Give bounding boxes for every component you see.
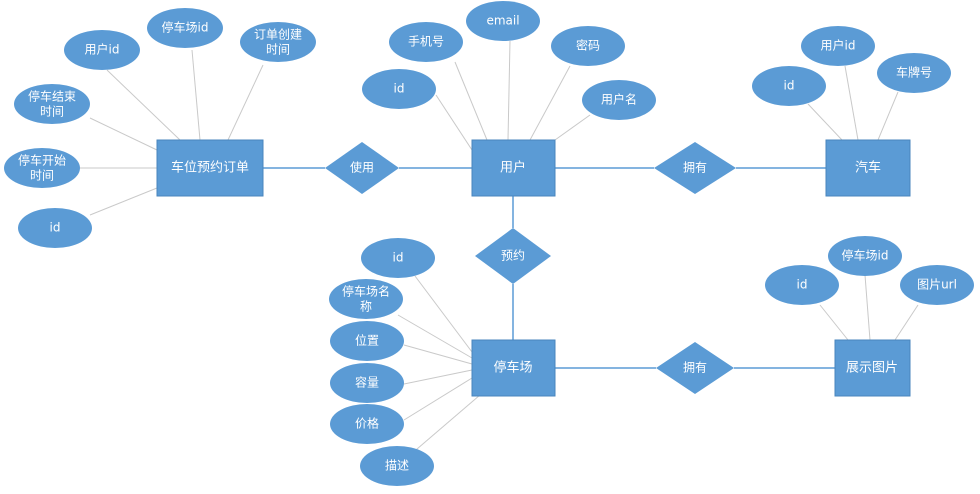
attr-order-start-time-line2: 时间 [30, 169, 54, 183]
attr-car-user-id-label: 用户id [821, 38, 856, 53]
attr-lot-id-label: id [393, 251, 404, 265]
attr-lot-description: 描述 [360, 446, 434, 486]
attr-user-id: id [362, 69, 436, 109]
attr-pic-url: 图片url [900, 265, 974, 305]
relation-use-label: 使用 [350, 160, 374, 175]
attr-pic-lot-id: 停车场id [828, 236, 902, 276]
attr-order-end-time-line2: 时间 [40, 105, 64, 119]
attr-user-phone: 手机号 [389, 22, 463, 62]
entity-user-label: 用户 [500, 160, 526, 176]
attr-lot-name: 停车场名 称 [329, 279, 403, 319]
entity-parking-order: 车位预约订单 [156, 139, 264, 197]
attr-order-create-time: 订单创建 时间 [240, 22, 316, 62]
entity-parking-lot: 停车场 [471, 339, 556, 397]
attr-pic-id-label: id [797, 278, 808, 292]
attr-user-email: email [466, 1, 540, 41]
attr-user-email-label: email [486, 14, 519, 28]
entity-parking-lot-label: 停车场 [493, 360, 532, 376]
attr-user-password-label: 密码 [576, 38, 600, 53]
attr-lot-name-line1: 停车场名 [342, 284, 390, 299]
attr-order-start-time-line1: 停车开始 [18, 153, 66, 168]
entity-parking-order-label: 车位预约订单 [171, 160, 249, 176]
attr-lot-description-label: 描述 [385, 459, 409, 473]
attr-user-name-label: 用户名 [601, 92, 637, 107]
attr-lot-position: 位置 [330, 321, 404, 361]
attr-order-create-time-line2: 时间 [266, 43, 290, 57]
attr-order-user-id: 用户id [64, 30, 140, 70]
attr-order-start-time: 停车开始 时间 [4, 148, 80, 188]
attr-user-phone-label: 手机号 [408, 35, 444, 49]
attr-lot-name-line2: 称 [360, 300, 372, 314]
attr-user-name: 用户名 [582, 80, 656, 120]
attr-order-end-time: 停车结束 时间 [14, 84, 90, 124]
relationship-lines [263, 167, 835, 369]
attr-car-user-id: 用户id [801, 26, 875, 66]
attr-order-lot-id-label: 停车场id [162, 20, 209, 35]
attr-car-plate-label: 车牌号 [896, 65, 932, 80]
attr-pic-id: id [765, 265, 839, 305]
attr-order-create-time-line1: 订单创建 [254, 28, 302, 42]
relation-own-car-label: 拥有 [683, 161, 707, 175]
relation-reserve: 预约 [475, 228, 551, 284]
attr-lot-capacity-label: 容量 [355, 375, 379, 390]
attr-order-end-time-line1: 停车结束 [28, 89, 76, 104]
entity-display-picture-label: 展示图片 [846, 361, 898, 376]
attr-pic-lot-id-label: 停车场id [842, 248, 889, 263]
attr-lot-position-label: 位置 [355, 333, 379, 348]
attr-order-user-id-label: 用户id [85, 42, 120, 57]
attribute-connectors [78, 40, 919, 456]
attr-lot-capacity: 容量 [330, 363, 404, 403]
attr-car-id: id [752, 66, 826, 106]
attr-lot-id: id [361, 238, 435, 278]
attr-user-id-label: id [394, 82, 405, 96]
entity-display-picture: 展示图片 [834, 339, 911, 397]
relation-own-picture: 拥有 [656, 342, 734, 394]
attr-car-plate: 车牌号 [877, 53, 951, 93]
attr-lot-price: 价格 [330, 404, 404, 444]
entity-user: 用户 [471, 139, 556, 197]
attr-lot-price-label: 价格 [355, 416, 379, 431]
relation-own-car: 拥有 [654, 142, 736, 194]
relation-own-picture-label: 拥有 [683, 361, 707, 375]
relation-use: 使用 [325, 142, 399, 194]
attr-order-id-label: id [50, 221, 61, 235]
relation-reserve-label: 预约 [501, 248, 525, 263]
attr-order-lot-id: 停车场id [147, 8, 223, 48]
attr-user-password: 密码 [551, 26, 625, 66]
attr-pic-url-label: 图片url [917, 278, 957, 292]
attr-car-id-label: id [784, 79, 795, 93]
entity-car: 汽车 [825, 139, 911, 197]
attr-order-id: id [18, 208, 92, 248]
entity-car-label: 汽车 [855, 160, 881, 176]
